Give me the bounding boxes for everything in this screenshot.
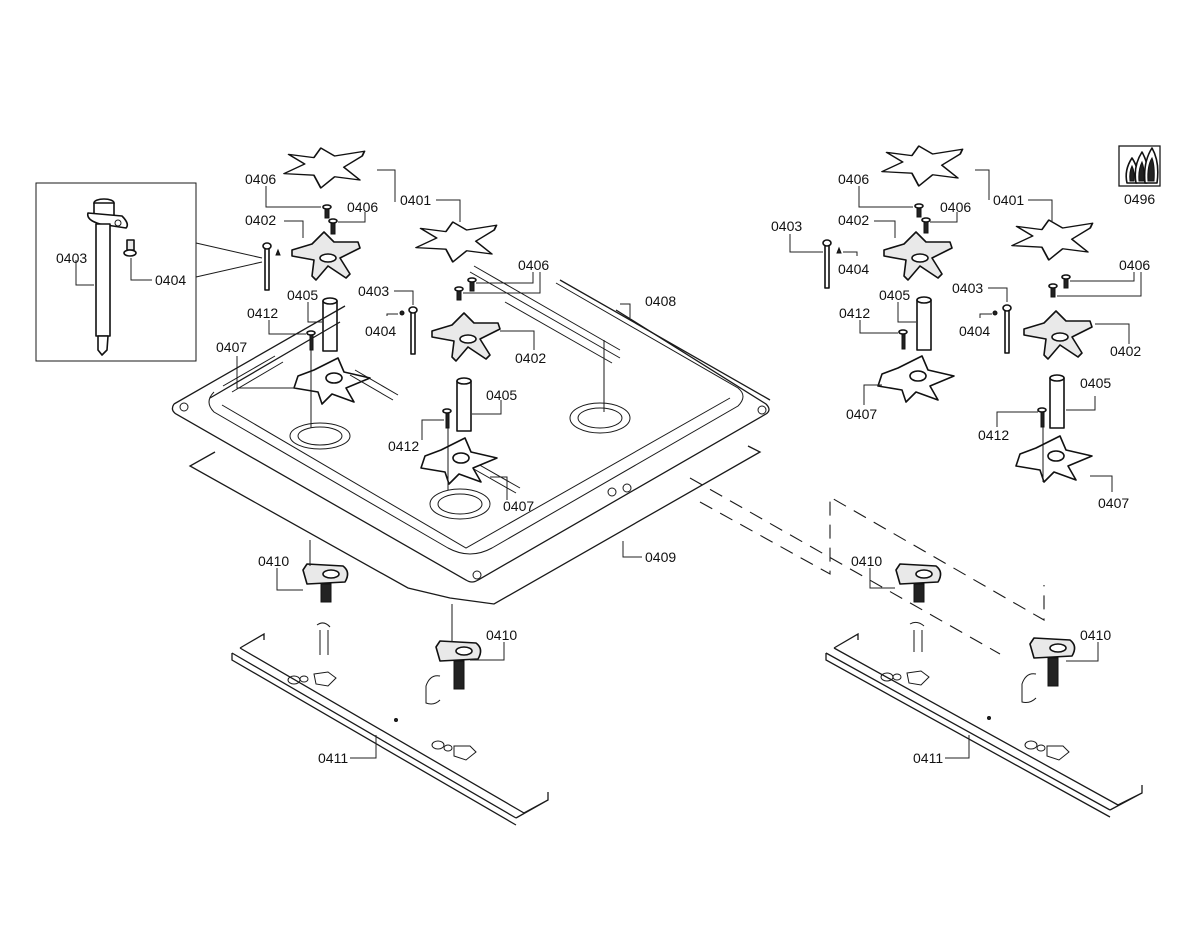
screw-0404-large	[123, 239, 137, 257]
flame-spreader-right-1	[877, 355, 955, 403]
label-right-0401[interactable]: 0401	[993, 192, 1024, 208]
label-0406-c[interactable]: 0406	[518, 257, 549, 273]
label-0401[interactable]: 0401	[400, 192, 431, 208]
burner-cap-right-1	[881, 145, 964, 187]
injector-tube-right-1	[916, 296, 932, 351]
label-right-0403-b[interactable]: 0403	[952, 280, 983, 296]
screw-0406-right	[914, 203, 931, 234]
label-0406-b[interactable]: 0406	[347, 199, 378, 215]
label-right-0405-b[interactable]: 0405	[1080, 375, 1111, 391]
igniter-right-1	[822, 239, 842, 289]
burner-cap-left-2	[415, 221, 498, 263]
label-right-0404-b[interactable]: 0404	[959, 323, 990, 339]
burner-head-right-2	[1023, 310, 1093, 360]
inset-detail-box: 0403 0404	[35, 182, 263, 362]
label-right-0407-a[interactable]: 0407	[846, 406, 877, 422]
label-0412-a[interactable]: 0412	[247, 305, 278, 321]
label-0410-b[interactable]: 0410	[486, 627, 517, 643]
injector-tube-right-2	[1049, 374, 1065, 429]
flame-spreader-left-2	[420, 437, 498, 485]
label-0411-left[interactable]: 0411	[318, 750, 348, 766]
label-right-0404-a[interactable]: 0404	[838, 261, 869, 277]
seal-gasket-0409	[188, 445, 762, 605]
injector-tube-left-2	[456, 377, 472, 432]
label-right-0405-a[interactable]: 0405	[879, 287, 910, 303]
label-0411-right[interactable]: 0411	[913, 750, 943, 766]
label-0410-a[interactable]: 0410	[258, 553, 289, 569]
label-0405-b[interactable]: 0405	[486, 387, 517, 403]
screw-0412-left-2	[442, 408, 452, 429]
label-0408[interactable]: 0408	[645, 293, 676, 309]
igniter-electrode-large	[86, 198, 129, 356]
flame-spreader-right-2	[1015, 435, 1093, 483]
burner-cap-left-1	[283, 147, 366, 189]
label-0403-a[interactable]: 0403	[358, 283, 389, 299]
flame-spreader-left-1	[293, 357, 371, 405]
label-right-0406-c[interactable]: 0406	[1119, 257, 1150, 273]
injector-tube-left-1	[322, 297, 338, 352]
label-0402-b[interactable]: 0402	[515, 350, 546, 366]
label-right-0410-a[interactable]: 0410	[851, 553, 882, 569]
label-right-0412-b[interactable]: 0412	[978, 427, 1009, 443]
screw-0406-2	[454, 277, 477, 301]
label-inset-0403[interactable]: 0403	[56, 250, 87, 266]
label-0404-a[interactable]: 0404	[365, 323, 396, 339]
label-0412-b[interactable]: 0412	[388, 438, 419, 454]
screw-0412-right-1	[898, 329, 908, 350]
igniter-left-2	[399, 306, 418, 355]
mounting-rail-left	[231, 632, 549, 826]
burner-head-left-1	[291, 231, 361, 281]
label-right-0407-b[interactable]: 0407	[1098, 495, 1129, 511]
label-right-0402-a[interactable]: 0402	[838, 212, 869, 228]
screw-0406	[322, 204, 338, 235]
label-0407-b[interactable]: 0407	[503, 498, 534, 514]
label-0407-a[interactable]: 0407	[216, 339, 247, 355]
label-0406-a[interactable]: 0406	[245, 171, 276, 187]
label-right-0410-b[interactable]: 0410	[1080, 627, 1111, 643]
label-right-0406-a[interactable]: 0406	[838, 171, 869, 187]
gas-valve-right-1	[895, 563, 942, 603]
label-right-0403-a[interactable]: 0403	[771, 218, 802, 234]
label-0409[interactable]: 0409	[645, 549, 676, 565]
igniter-right-2	[992, 304, 1012, 354]
screw-0412-right-2	[1037, 407, 1047, 428]
burner-cap-right-2	[1011, 219, 1094, 261]
gas-valve-left-1	[302, 563, 349, 603]
gas-flame-icon	[1118, 145, 1161, 187]
label-0402-a[interactable]: 0402	[245, 212, 276, 228]
screw-0406-right-2	[1048, 274, 1071, 298]
label-0496[interactable]: 0496	[1124, 191, 1155, 207]
burner-head-right-1	[883, 231, 953, 281]
igniter-left-1	[262, 242, 281, 291]
label-right-0412-a[interactable]: 0412	[839, 305, 870, 321]
gas-valve-right-2	[1029, 637, 1076, 687]
label-right-0406-b[interactable]: 0406	[940, 199, 971, 215]
label-0405-a[interactable]: 0405	[287, 287, 318, 303]
burner-head-left-2	[431, 312, 501, 362]
gas-valve-left-2	[435, 640, 482, 690]
cooktop-tray-0408	[171, 265, 770, 583]
mounting-rail-right	[825, 632, 1143, 818]
label-inset-0404[interactable]: 0404	[155, 272, 186, 288]
label-right-0402-b[interactable]: 0402	[1110, 343, 1141, 359]
